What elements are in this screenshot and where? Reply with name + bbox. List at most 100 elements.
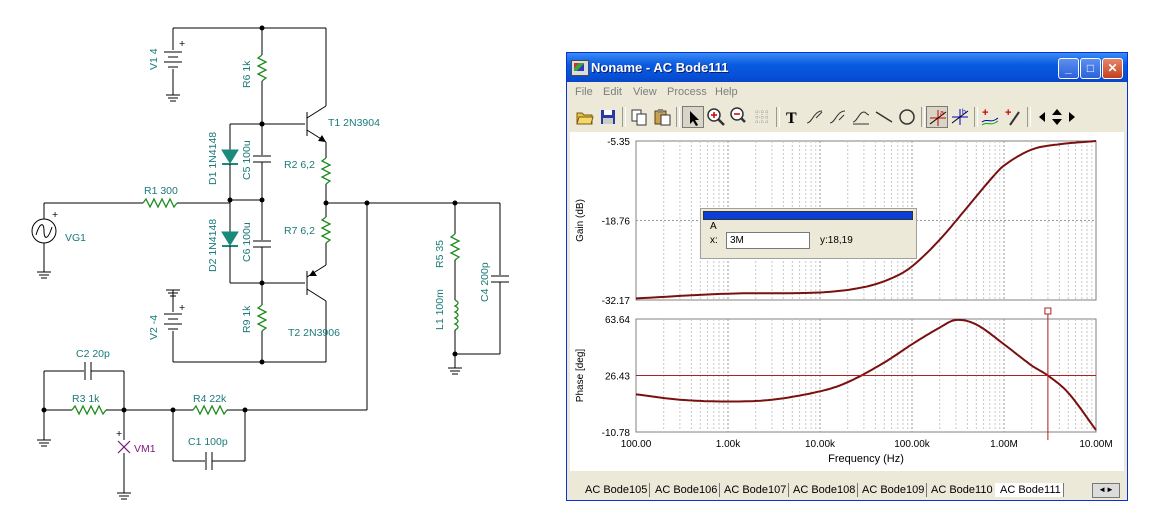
label-t1: T1 2N3904 xyxy=(328,117,380,129)
gain-axis-label: Gain (dB) xyxy=(575,199,586,242)
label-vg1: VG1 xyxy=(65,232,86,244)
phase-ytick-label: -10.78 xyxy=(602,428,631,439)
xtick-label: 100.00k xyxy=(894,439,931,450)
zoom-in-icon[interactable] xyxy=(705,106,727,128)
grid-icon[interactable] xyxy=(751,106,773,128)
resistor-r6[interactable] xyxy=(256,54,268,82)
svg-text:+: + xyxy=(1005,107,1011,119)
tab-bar: AC Bode105 AC Bode106 AC Bode107 AC Bode… xyxy=(570,481,1124,499)
tab-ac-bode105[interactable]: AC Bode105 xyxy=(580,483,651,497)
signal-source-vg1[interactable] xyxy=(31,203,57,279)
label-c4: C4 200p xyxy=(479,262,491,302)
tab-scroll-arrows[interactable]: ◄► xyxy=(1092,483,1120,498)
tab-ac-bode107[interactable]: AC Bode107 xyxy=(719,483,790,497)
cursor-name: A xyxy=(710,221,717,232)
svg-text:a: a xyxy=(940,110,944,117)
nav-updown-icon[interactable] xyxy=(1049,106,1065,128)
phase-ytick-label: 26.43 xyxy=(605,372,630,383)
line-curve-icon[interactable] xyxy=(850,106,872,128)
transistor-t2[interactable] xyxy=(306,264,327,362)
inductor-l1[interactable] xyxy=(453,299,459,331)
battery-v2[interactable] xyxy=(164,289,182,362)
probe-icon[interactable]: + xyxy=(1002,106,1024,128)
maximize-button[interactable]: □ xyxy=(1080,58,1101,79)
diode-d2[interactable] xyxy=(221,231,239,247)
paste-icon[interactable] xyxy=(651,106,673,128)
label-r4: R4 22k xyxy=(193,393,227,405)
label-vm1: VM1 xyxy=(134,443,156,455)
tab-ac-bode111[interactable]: AC Bode111 xyxy=(995,483,1064,497)
menu-help[interactable]: Help xyxy=(715,86,738,98)
diode-d1[interactable] xyxy=(221,149,239,165)
voltmeter-vm1[interactable] xyxy=(117,440,131,454)
svg-text:T: T xyxy=(786,110,797,127)
transistor-t1[interactable] xyxy=(262,28,327,143)
tab-ac-bode106[interactable]: AC Bode106 xyxy=(650,483,721,497)
phase-panel: 63.64 26.43 -10.78 Phase [deg] xyxy=(575,307,1097,440)
label-d2: D2 1N4148 xyxy=(207,219,219,272)
resistor-r4[interactable] xyxy=(192,404,228,416)
resistor-r9[interactable] xyxy=(256,304,268,332)
dialog-title-bar[interactable] xyxy=(703,211,913,220)
capacitor-c6[interactable] xyxy=(253,240,271,248)
tab-ac-bode110[interactable]: AC Bode110 xyxy=(926,483,996,497)
capacitor-c4[interactable] xyxy=(491,275,509,283)
y-readout: y:18,19 xyxy=(820,235,853,246)
label-d1: D1 1N4148 xyxy=(207,132,219,185)
resistor-r5[interactable] xyxy=(449,233,461,261)
x-input[interactable]: 3M xyxy=(726,232,810,249)
label-r6: R6 1k xyxy=(241,60,253,88)
label-t2: T2 2N3906 xyxy=(288,327,340,339)
xtick-label: 10.00k xyxy=(805,439,836,450)
circle-icon[interactable] xyxy=(896,106,918,128)
cursor-b-icon[interactable] xyxy=(827,106,849,128)
menu-edit[interactable]: Edit xyxy=(603,86,622,98)
save-icon[interactable] xyxy=(597,106,619,128)
menu-process[interactable]: Process xyxy=(667,86,707,98)
text-icon[interactable]: T xyxy=(781,106,803,128)
crosshair-b-icon[interactable]: b xyxy=(949,106,971,128)
label-r5: R5 35 xyxy=(434,240,446,268)
phase-axis-label: Phase [deg] xyxy=(575,349,586,403)
resistor-r2[interactable] xyxy=(320,157,332,185)
menu-view[interactable]: View xyxy=(633,86,657,98)
plus-sign-vm1: + xyxy=(116,428,122,440)
line-icon[interactable] xyxy=(873,106,895,128)
gain-curve xyxy=(635,140,1097,300)
label-r3: R3 1k xyxy=(72,393,100,405)
cursor-handle[interactable] xyxy=(1044,307,1052,315)
zoom-100-icon[interactable] xyxy=(728,106,750,128)
crosshair-a-icon[interactable]: a xyxy=(926,106,948,128)
minimize-button[interactable]: _ xyxy=(1058,58,1079,79)
copy-icon[interactable] xyxy=(628,106,650,128)
cursor-readout-dialog[interactable]: A x: 3M y:18,19 xyxy=(700,208,917,259)
capacitor-c2[interactable] xyxy=(84,362,92,380)
resistor-r7[interactable] xyxy=(320,216,332,244)
xtick-label: 100.00 xyxy=(621,439,652,450)
bode-window: Noname - AC Bode111 _ □ ✕ File Edit View… xyxy=(566,52,1128,501)
close-button[interactable]: ✕ xyxy=(1102,58,1123,79)
resistor-r3[interactable] xyxy=(71,404,107,416)
gain-ytick-label: -32.17 xyxy=(602,296,631,307)
plus-curve-icon[interactable]: + xyxy=(979,106,1001,128)
tab-ac-bode108[interactable]: AC Bode108 xyxy=(788,483,859,497)
resistor-r1[interactable] xyxy=(142,197,178,209)
toolbar: T a b + + xyxy=(569,104,1125,132)
x-label: x: xyxy=(710,235,718,246)
nav-right-icon[interactable] xyxy=(1065,106,1079,128)
title-bar[interactable]: Noname - AC Bode111 _ □ ✕ xyxy=(567,53,1127,82)
capacitor-c1[interactable] xyxy=(205,452,213,470)
pointer-icon[interactable] xyxy=(682,106,704,128)
cursor-a-icon[interactable] xyxy=(804,106,826,128)
menu-file[interactable]: File xyxy=(575,86,593,98)
nav-left-icon[interactable] xyxy=(1035,106,1049,128)
phase-ytick-label: 63.64 xyxy=(605,315,630,326)
capacitor-c5[interactable] xyxy=(253,155,271,163)
label-v2: V2 -4 xyxy=(148,315,160,340)
tab-ac-bode109[interactable]: AC Bode109 xyxy=(857,483,928,497)
label-r1: R1 300 xyxy=(144,185,178,197)
battery-v1[interactable] xyxy=(164,28,182,102)
open-icon[interactable] xyxy=(574,106,596,128)
